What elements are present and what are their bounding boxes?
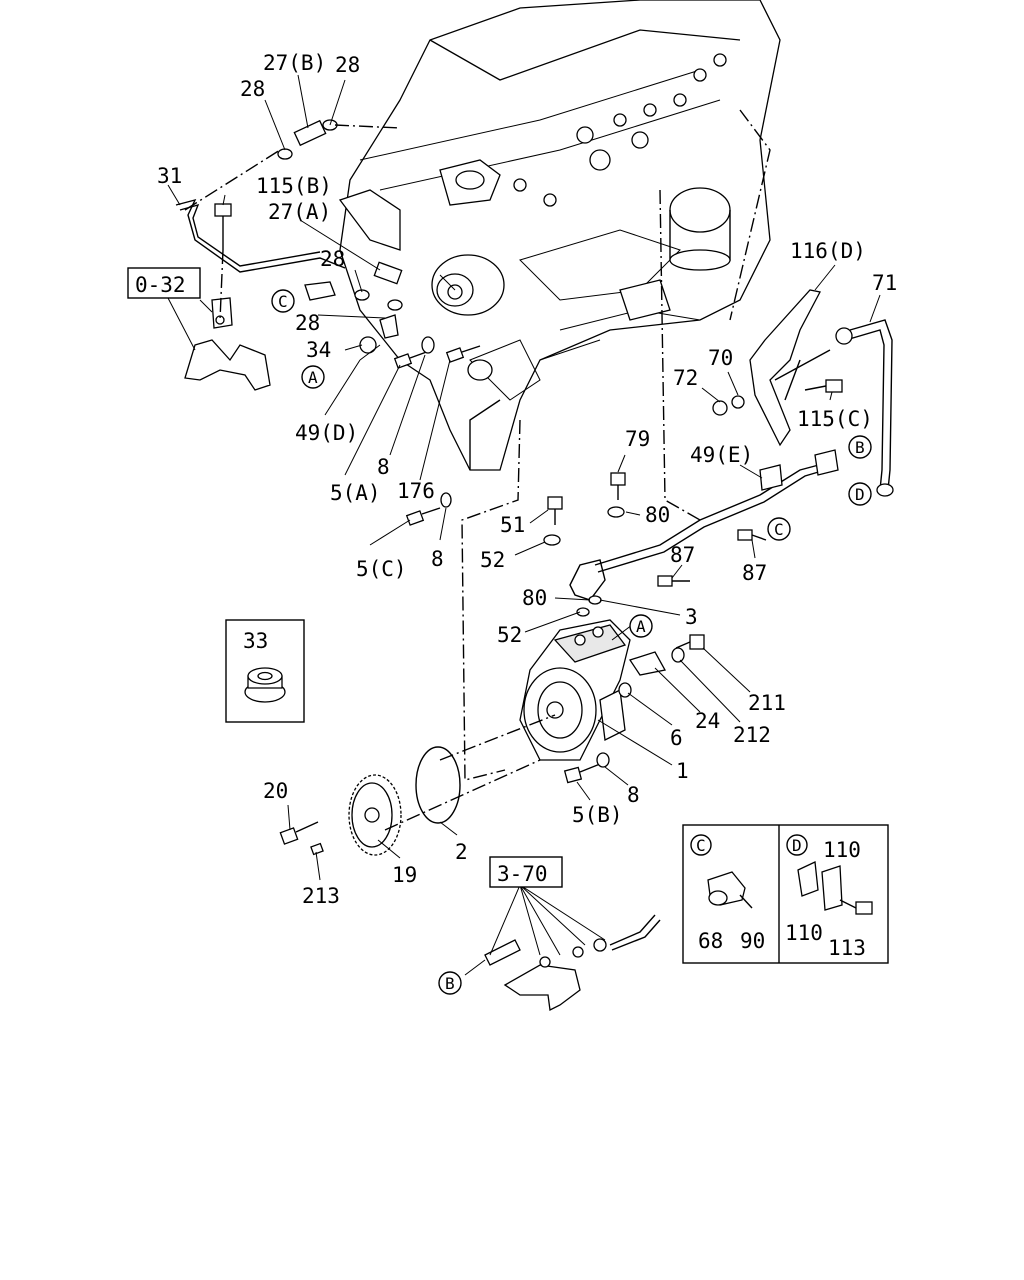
- reference-box-icon: [489, 856, 563, 888]
- circle-letter-icon: A: [629, 614, 653, 638]
- fasteners: [214, 203, 843, 784]
- circle-letter-icon: C: [271, 289, 295, 313]
- detail-box-cd: [682, 824, 889, 964]
- bracket-3-70: [484, 914, 661, 1011]
- label-27a: 27(A): [268, 200, 331, 224]
- label-34: 34: [306, 338, 331, 362]
- leader-lines: [167, 74, 881, 976]
- ref-box-3-70-label: 3-70: [497, 862, 548, 886]
- label-2: 2: [455, 840, 468, 864]
- ref-box-0-32[interactable]: 0-32: [127, 267, 201, 299]
- alternator: [431, 254, 505, 316]
- drive-gear: [348, 774, 402, 856]
- pin-213: [310, 842, 324, 856]
- label-49e: 49(E): [690, 443, 753, 467]
- label-28: 28: [335, 53, 360, 77]
- label-8: 8: [377, 455, 390, 479]
- label-176: 176: [397, 479, 435, 503]
- circled-refs: C A A B D C B C: [271, 289, 872, 995]
- circle-letter-icon: D: [848, 482, 872, 506]
- bracket-0-32: [184, 297, 271, 391]
- label-1: 1: [676, 759, 689, 783]
- circle-letter-icon: B: [438, 971, 462, 995]
- circle-letter-icon: B: [848, 435, 872, 459]
- label-5c: 5(C): [356, 557, 407, 581]
- label-52: 52: [497, 623, 522, 647]
- svg-text:A: A: [636, 617, 646, 636]
- label-79: 79: [625, 427, 650, 451]
- nut-33-box: [225, 619, 305, 723]
- label-24: 24: [695, 709, 720, 733]
- label-20: 20: [263, 779, 288, 803]
- label-87: 87: [742, 561, 767, 585]
- bracket-116d: [749, 289, 831, 447]
- svg-text:D: D: [792, 836, 802, 855]
- pipework: [175, 198, 894, 601]
- label-28: 28: [320, 247, 345, 271]
- svg-text:D: D: [855, 485, 865, 504]
- label-110: 110: [785, 921, 823, 945]
- label-33: 33: [243, 629, 268, 653]
- dashed-leaders: [184, 109, 771, 831]
- reference-box-icon: [127, 267, 201, 299]
- label-52: 52: [480, 548, 505, 572]
- label-28: 28: [240, 77, 265, 101]
- starter: [619, 279, 671, 321]
- air-compressor: [519, 619, 631, 761]
- hose-parts: [277, 119, 403, 339]
- svg-text:C: C: [696, 836, 706, 855]
- label-8: 8: [627, 783, 640, 807]
- label-8: 8: [431, 547, 444, 571]
- label-68: 68: [698, 929, 723, 953]
- svg-text:C: C: [774, 520, 784, 539]
- bolt-20: [279, 821, 319, 845]
- label-211: 211: [748, 691, 786, 715]
- label-5a: 5(A): [330, 481, 381, 505]
- engine-block: [338, 0, 781, 471]
- svg-text:A: A: [308, 368, 318, 387]
- label-49d: 49(D): [295, 421, 358, 445]
- label-116d: 116(D): [790, 239, 866, 263]
- label-115b: 115(B): [256, 174, 332, 198]
- label-72: 72: [673, 366, 698, 390]
- head-bolts: [513, 53, 727, 207]
- thermostat-housing: [439, 159, 501, 206]
- label-213: 213: [302, 884, 340, 908]
- label-3: 3: [685, 605, 698, 629]
- label-19: 19: [392, 863, 417, 887]
- svg-text:C: C: [278, 292, 288, 311]
- label-70: 70: [708, 346, 733, 370]
- ref-box-0-32-label: 0-32: [135, 273, 186, 297]
- label-27b: 27(B): [263, 51, 326, 75]
- circle-letter-icon: C: [690, 834, 712, 856]
- label-80: 80: [645, 503, 670, 527]
- ref-box-3-70[interactable]: 3-70: [489, 856, 563, 888]
- label-28: 28: [295, 311, 320, 335]
- label-80: 80: [522, 586, 547, 610]
- label-6: 6: [670, 726, 683, 750]
- circle-letter-icon: A: [301, 365, 325, 389]
- label-5b: 5(B): [572, 803, 623, 827]
- label-212: 212: [733, 723, 771, 747]
- svg-text:B: B: [855, 438, 865, 457]
- circle-letter-icon: C: [767, 517, 791, 541]
- svg-text:B: B: [445, 974, 455, 993]
- label-51: 51: [500, 513, 525, 537]
- label-31: 31: [157, 164, 182, 188]
- label-110: 110: [823, 838, 861, 862]
- part-labels: 27(B) 28 28 31 115(B) 27(A) 28 28 34 49(…: [157, 51, 897, 960]
- circle-letter-icon: D: [786, 834, 808, 856]
- label-90: 90: [740, 929, 765, 953]
- oil-filter: [669, 187, 731, 271]
- label-87: 87: [670, 543, 695, 567]
- label-71: 71: [872, 271, 897, 295]
- label-115c: 115(C): [797, 407, 873, 431]
- label-113: 113: [828, 936, 866, 960]
- o-ring: [415, 746, 461, 824]
